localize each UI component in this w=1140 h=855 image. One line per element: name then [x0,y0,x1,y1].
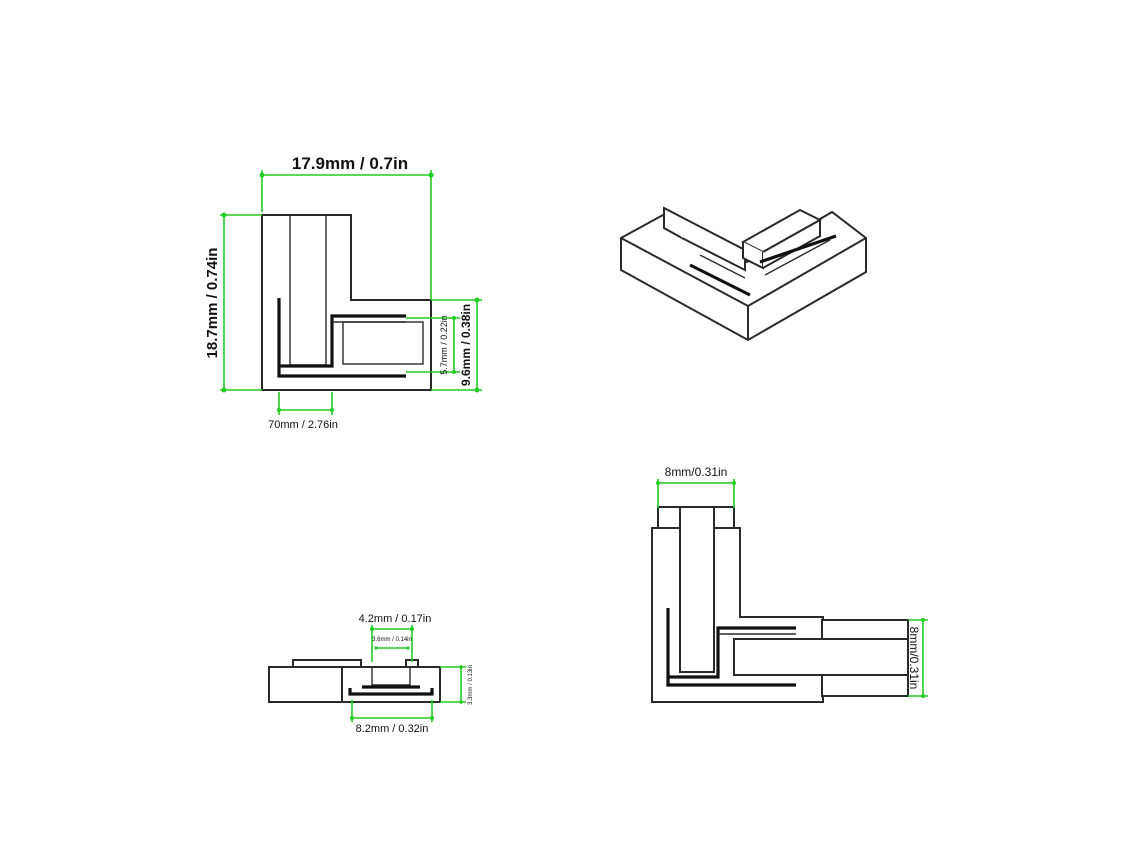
front-bottom-dimension: 8.2mm / 0.32in [350,700,434,735]
slot-height-dimension: 5.7mm / 0.22in [406,315,460,375]
front-view-outline [268,659,441,703]
bottom-dimension: 70mm / 2.76in [268,392,338,431]
assembly-top-label: 8mm/0.31in [665,465,728,479]
height-label: 18.7mm / 0.74in [204,248,221,359]
arm-height-label: 9.6mm / 0.38in [459,304,473,386]
front-view: 4.2mm / 0.17in 3.6mm / 0.14in 3.3mm / 0.… [268,613,474,735]
assembly-view: 8mm/0.31in 8mm/0.31in [651,465,928,703]
width-dimension: 17.9mm / 0.7in [259,154,434,300]
bottom-label: 70mm / 2.76in [268,419,338,431]
assembly-top-dimension: 8mm/0.31in [656,465,736,508]
front-slot-label: 3.6mm / 0.14in [372,637,412,643]
assembly-side-label: 8mm/0.31in [907,627,921,690]
slot-height-label: 5.7mm / 0.22in [439,315,449,375]
front-top-label: 4.2mm / 0.17in [359,613,432,625]
front-height-label: 3.3mm / 0.13in [468,665,474,705]
width-label: 17.9mm / 0.7in [292,154,408,173]
top-view: 17.9mm / 0.7in 18.7mm / 0.74in 9.6mm / 0… [204,154,482,431]
front-height-dimension: 3.3mm / 0.13in [440,665,474,705]
front-slot-dimension: 3.6mm / 0.14in [372,637,412,650]
top-view-outline [261,214,432,391]
assembly-outline [651,506,909,703]
front-bottom-label: 8.2mm / 0.32in [356,723,429,735]
isometric-view [620,206,867,342]
assembly-side-dimension: 8mm/0.31in [907,618,928,698]
arm-height-dimension: 9.6mm / 0.38in [431,297,482,393]
height-dimension: 18.7mm / 0.74in [204,212,262,393]
front-top-dimension: 4.2mm / 0.17in [359,613,432,662]
